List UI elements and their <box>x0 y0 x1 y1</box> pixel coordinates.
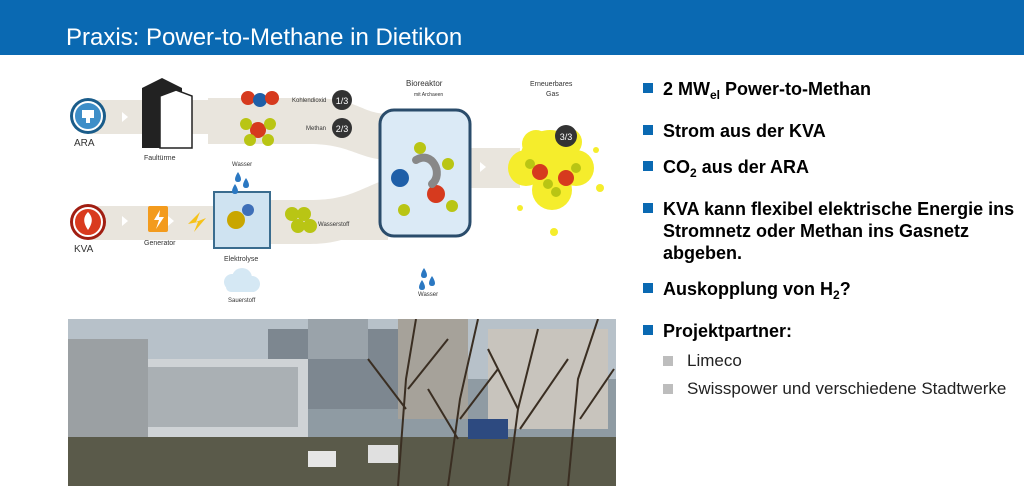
title-bar: Praxis: Power-to-Methane in Dietikon <box>0 0 1024 55</box>
process-diagram: ARA KVA Faultürme Generator Elektrolyse … <box>70 78 604 304</box>
bullet-kva-flexibel: KVA kann flexibel elektrische Energie in… <box>643 198 1018 264</box>
kva-flame-icon <box>70 204 106 240</box>
water-drops-icon-bottom <box>419 268 435 290</box>
elektrolyse-label: Elektrolyse <box>224 256 258 263</box>
bullet-power: 2 MWel Power-to-Methan <box>643 78 1018 106</box>
methan-label: Methan <box>306 126 326 132</box>
wasserstoff-label: Wasserstoff <box>318 222 350 228</box>
bullet-marker <box>643 83 653 93</box>
mit-archaeen-label: mit Archaeen <box>414 92 443 98</box>
bullet-strom: Strom aus der KVA <box>643 120 1018 142</box>
bullet-marker <box>643 203 653 213</box>
co2-molecule <box>241 91 279 107</box>
ara-label: ARA <box>74 138 95 149</box>
bullet-list: 2 MWel Power-to-Methan Strom aus der KVA… <box>643 78 1018 406</box>
generator-lightning-icon <box>148 206 206 232</box>
bullet-marker <box>643 325 653 335</box>
erneuerbares-label: Erneuerbares <box>530 81 573 88</box>
methane-molecule <box>240 118 276 146</box>
electrolyzer-box <box>213 191 271 249</box>
plant-photo <box>68 319 616 486</box>
kohlendioxid-label: Kohlendioxid <box>292 98 326 104</box>
renewable-gas-cloud-icon <box>508 128 604 236</box>
bioreaktor-label: Bioreaktor <box>406 79 443 88</box>
fraction-badge-one-third: 1/3 <box>332 90 352 110</box>
wasser-top-label: Wasser <box>232 162 252 168</box>
slide-title: Praxis: Power-to-Methane in Dietikon <box>66 24 463 51</box>
water-drops-icon <box>232 172 249 194</box>
methane-in-gas <box>525 159 581 197</box>
gas-label: Gas <box>546 91 559 98</box>
faultuerme-label: Faultürme <box>144 155 176 162</box>
ara-icon <box>70 98 106 134</box>
bullet-h2: Auskopplung von H2? <box>643 278 1018 306</box>
subbullet-swisspower: Swisspower und verschiedene Stadtwerke <box>663 378 1018 400</box>
wasser-bottom-label: Wasser <box>418 292 438 298</box>
bullet-marker <box>643 125 653 135</box>
subbullet-marker <box>663 356 673 366</box>
bullet-projektpartner: Projektpartner: <box>643 320 1018 342</box>
bullet-marker <box>643 283 653 293</box>
subbullet-marker <box>663 384 673 394</box>
digester-towers-icon <box>142 78 193 149</box>
hydrogen-molecules <box>285 207 317 233</box>
svg-text:2/3: 2/3 <box>336 124 349 134</box>
bioreactor-icon <box>378 108 472 238</box>
fraction-badge-three-thirds: 3/3 <box>555 125 577 147</box>
generator-label: Generator <box>144 240 176 247</box>
svg-text:3/3: 3/3 <box>560 132 573 142</box>
sauerstoff-label: Sauerstoff <box>228 298 256 304</box>
kva-label: KVA <box>74 244 94 255</box>
fraction-badge-two-thirds: 2/3 <box>332 118 352 138</box>
bullet-marker <box>643 161 653 171</box>
svg-text:1/3: 1/3 <box>336 96 349 106</box>
subbullet-limeco: Limeco <box>663 350 1018 372</box>
oxygen-cloud-icon <box>224 268 260 292</box>
bullet-co2: CO2 aus der ARA <box>643 156 1018 184</box>
